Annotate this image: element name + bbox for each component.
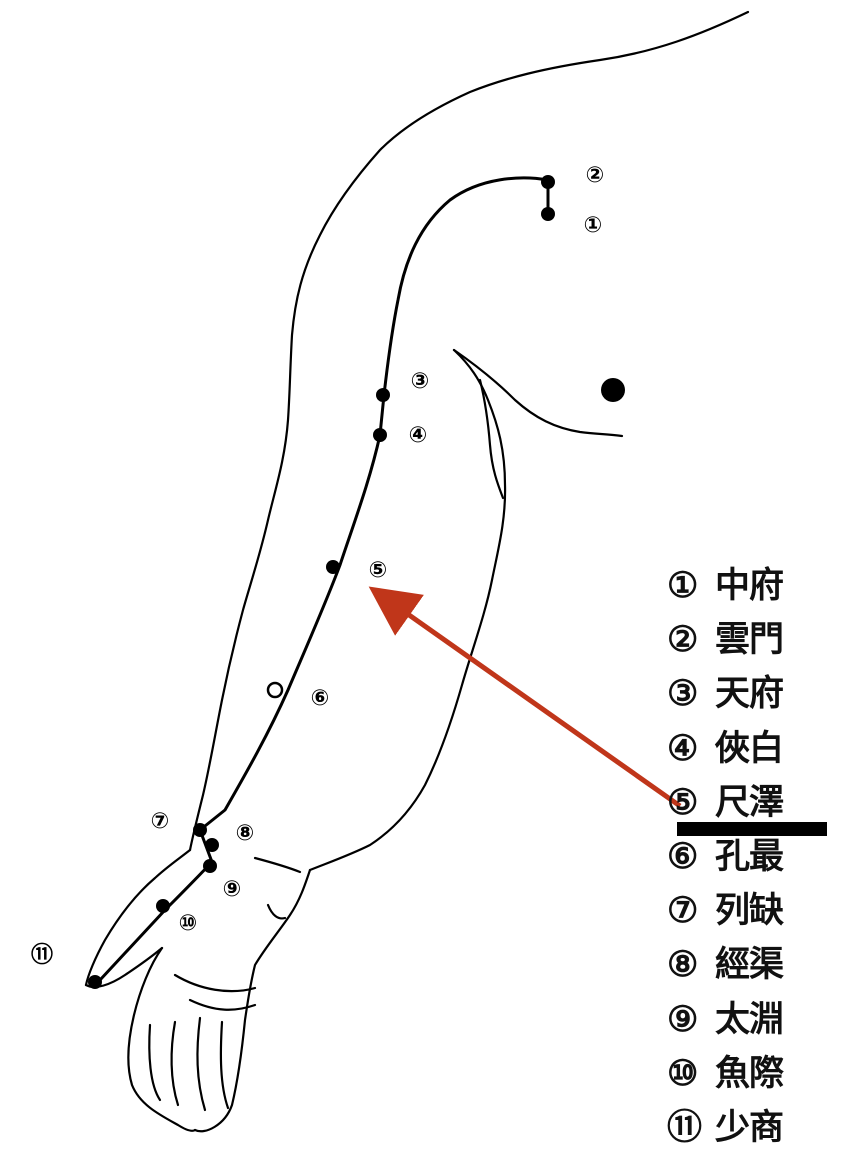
arm-outline-inner bbox=[308, 348, 507, 872]
legend-name: 少商 bbox=[715, 1106, 784, 1148]
acupoint-number-label: ⑥ bbox=[311, 686, 330, 711]
legend-item: ⑤ 尺澤 bbox=[667, 779, 837, 833]
acupoint-number-label: ⑦ bbox=[151, 809, 170, 834]
legend-item: ④ 俠白 bbox=[667, 725, 837, 779]
legend-name: 中府 bbox=[715, 565, 784, 606]
legend-name: 尺澤 bbox=[715, 781, 784, 823]
legend-number: ⑤ bbox=[667, 781, 698, 823]
legend-item: ⑪ 少商 bbox=[667, 1104, 837, 1158]
acupoint-number-label: ⑤ bbox=[369, 558, 388, 583]
legend-item: ⑨ 太淵 bbox=[667, 996, 837, 1050]
acupoint-number-label: ① bbox=[584, 213, 603, 238]
legend-name: 俠白 bbox=[715, 727, 784, 769]
legend-number: ⑨ bbox=[667, 998, 698, 1040]
acupoint-number-label: ③ bbox=[411, 369, 430, 394]
legend-name: 經渠 bbox=[715, 944, 784, 986]
acupoint-dot bbox=[156, 899, 170, 913]
acupoint-dot bbox=[376, 388, 390, 402]
acupoint-dot bbox=[373, 428, 387, 442]
legend-number: ⑦ bbox=[667, 890, 698, 932]
legend-number: ⑧ bbox=[667, 944, 698, 986]
palm-creases bbox=[173, 903, 287, 1011]
acupoint-number-label: ② bbox=[586, 163, 605, 188]
chest-outline bbox=[452, 348, 624, 438]
legend-number: ⑩ bbox=[667, 1052, 698, 1094]
acupoint-dot bbox=[205, 838, 219, 852]
palm-outline bbox=[193, 868, 312, 1133]
legend-number: ④ bbox=[667, 727, 698, 769]
legend-name: 太淵 bbox=[715, 998, 784, 1040]
arm-outline-outer bbox=[188, 10, 750, 852]
pointer-arrow bbox=[368, 586, 682, 809]
legend-item: ③ 天府 bbox=[667, 670, 837, 724]
legend-item: ⑥ 孔最 bbox=[667, 833, 837, 887]
legend-item: ① 中府 bbox=[667, 562, 837, 616]
highlight-underline-bar bbox=[677, 822, 827, 836]
acupoint-dot bbox=[326, 560, 340, 574]
acupoint-number-label: ⑪ bbox=[31, 942, 53, 968]
acupoint-number-label: ⑩ bbox=[179, 911, 198, 936]
acupoint-dot bbox=[203, 859, 217, 873]
acupoint-number-label: ⑧ bbox=[236, 821, 255, 846]
legend-item: ⑩ 魚際 bbox=[667, 1050, 837, 1104]
legend-number: ② bbox=[667, 619, 698, 661]
legend-number: ③ bbox=[667, 673, 698, 715]
acupoint-dot bbox=[541, 207, 555, 221]
legend-name: 雲門 bbox=[715, 619, 784, 661]
acupoint-number-label: ④ bbox=[409, 423, 428, 448]
acupoint-number-label: ⑨ bbox=[223, 877, 242, 902]
acupoint-dot bbox=[193, 823, 207, 837]
legend-name: 列缺 bbox=[715, 890, 784, 932]
meridian-line bbox=[98, 176, 550, 982]
acupoint-legend: ① 中府 ② 雲門 ③ 天府 ④ 俠白 ⑤ 尺澤 ⑥ 孔最 ⑦ 列缺 ⑧ 經渠 ⑨ 太淵 ⑩ 魚際 ⑪ 少商 bbox=[667, 562, 837, 1158]
legend-item: ⑦ 列缺 bbox=[667, 887, 837, 941]
wrist-crease bbox=[253, 856, 302, 874]
acupoint-dot bbox=[88, 975, 102, 989]
hand-outline bbox=[84, 848, 192, 987]
legend-item: ② 雲門 bbox=[667, 616, 837, 670]
acupoint-dot bbox=[266, 681, 284, 699]
legend-name: 天府 bbox=[715, 673, 784, 715]
legend-name: 魚際 bbox=[715, 1052, 784, 1094]
legend-number: ⑪ bbox=[667, 1106, 702, 1148]
legend-name: 孔最 bbox=[715, 835, 784, 877]
armpit-fold bbox=[478, 378, 505, 500]
acupoint-dot bbox=[541, 175, 555, 189]
nipple-marker-icon bbox=[601, 378, 625, 402]
fingers-outline bbox=[127, 946, 197, 1132]
legend-number: ⑥ bbox=[667, 835, 698, 877]
legend-number: ① bbox=[667, 565, 698, 606]
legend-item: ⑧ 經渠 bbox=[667, 941, 837, 995]
finger-lines bbox=[148, 1016, 230, 1112]
